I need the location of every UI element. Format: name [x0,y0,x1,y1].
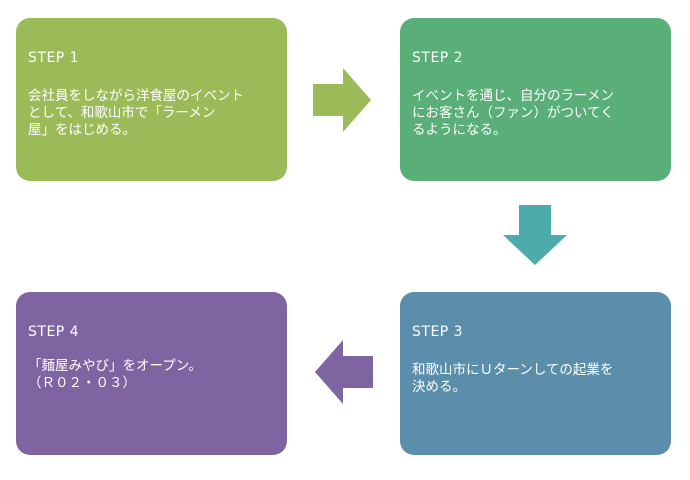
arrow-left-shape [315,340,373,404]
step-4-box: STEP 4 「麺屋みやび」をオープン。 （Ｒ０２・０３） [16,292,287,455]
step-3-box: STEP 3 和歌山市にＵターンしての起業を 決める。 [400,292,671,455]
arrow-right-shape [313,68,371,132]
step-2-label: STEP 2 [412,50,464,66]
step-1-text: 会社員をしながら洋食屋のイベント として、和歌山市で「ラーメン 屋」をはじめる。 [28,88,244,138]
step-1-box: STEP 1 会社員をしながら洋食屋のイベント として、和歌山市で「ラーメン 屋… [16,18,287,181]
step-2-text: イベントを通じ、自分のラーメン にお客さん（ファン）がついてく るようになる。 [412,88,614,138]
step-2-box: STEP 2 イベントを通じ、自分のラーメン にお客さん（ファン）がついてく る… [400,18,671,181]
step-1-label: STEP 1 [28,50,80,66]
step-4-label: STEP 4 [28,324,80,340]
arrow-right-icon [313,68,371,132]
step-3-label: STEP 3 [412,324,464,340]
arrow-down-icon [503,205,567,265]
step-3-text: 和歌山市にＵターンしての起業を 決める。 [412,362,614,395]
arrow-left-icon [315,340,373,404]
step-4-text: 「麺屋みやび」をオープン。 （Ｒ０２・０３） [28,358,202,391]
arrow-down-shape [503,205,567,265]
